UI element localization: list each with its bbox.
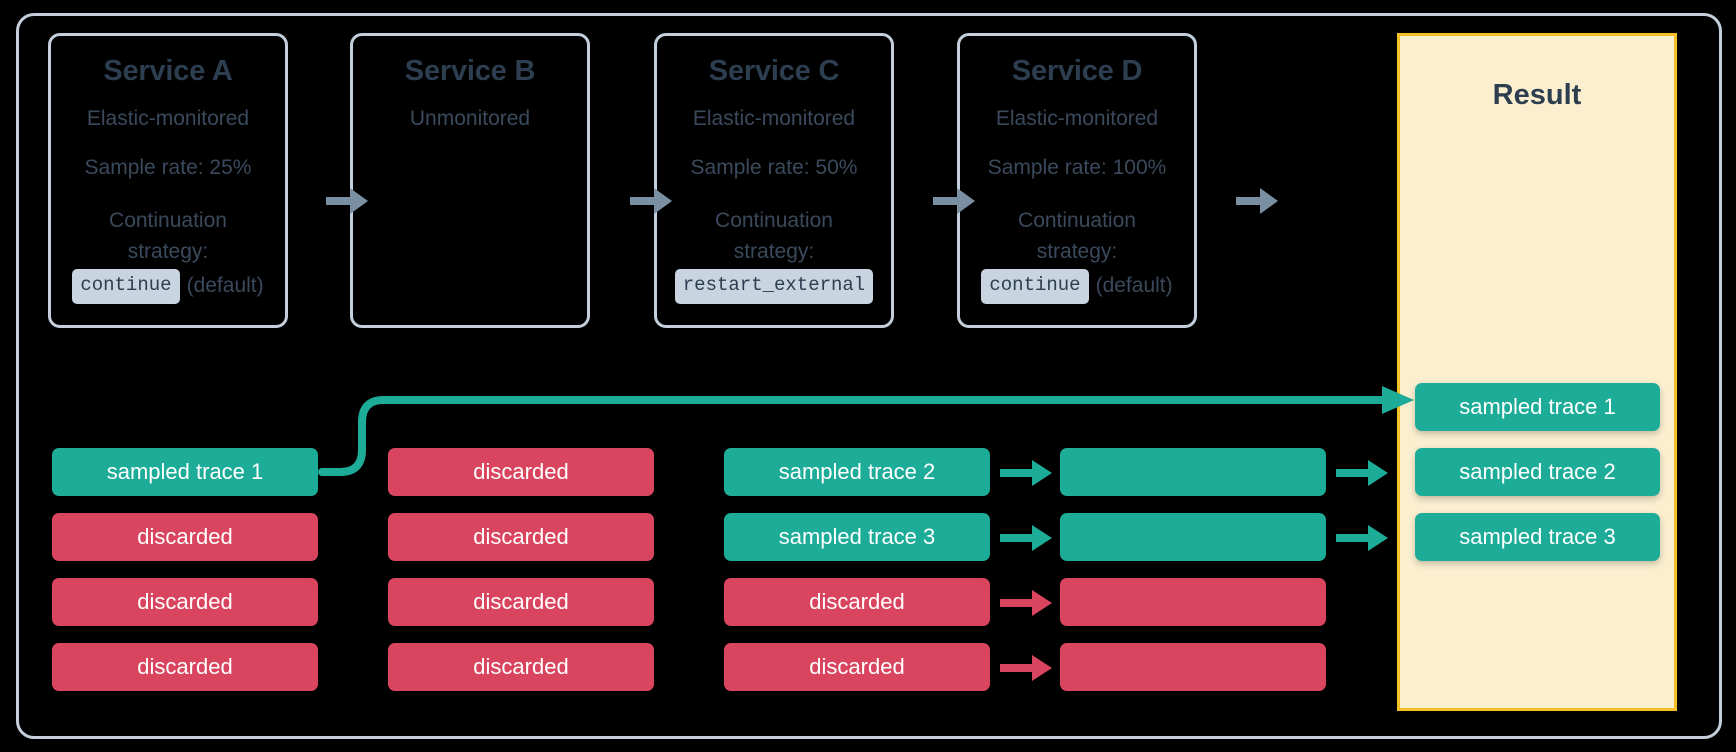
service-card-c: Service C Elastic-monitored Sample rate:…	[654, 33, 894, 328]
service-monitoring-status: Unmonitored	[409, 106, 531, 130]
strategy-default-note: (default)	[1095, 274, 1173, 298]
result-panel: Result	[1397, 33, 1677, 711]
service-continuation-strategy: Continuation strategy: continue (default…	[72, 206, 264, 304]
service-title: Service C	[708, 55, 840, 87]
strategy-label-line1: Continuation	[715, 209, 833, 233]
trace-pill: discarded	[388, 448, 654, 496]
strategy-value-chip: continue	[72, 269, 180, 304]
result-title: Result	[1492, 79, 1582, 111]
service-title: Service A	[103, 55, 233, 87]
trace-arrow-c-d-row2	[1000, 525, 1052, 551]
service-monitoring-status: Elastic-monitored	[692, 106, 856, 130]
result-trace-pill: sampled trace 1	[1415, 383, 1660, 431]
trace-arrow-d-result-row2	[1336, 460, 1388, 486]
service-monitoring-status: Elastic-monitored	[995, 106, 1159, 130]
service-title: Service D	[1011, 55, 1143, 87]
trace-pill: discarded	[52, 578, 318, 626]
trace-arrow-c-d-row3	[1000, 590, 1052, 616]
service-flow-arrow-a-b	[326, 188, 368, 214]
strategy-label-line2: strategy:	[733, 239, 815, 263]
result-trace-pill: sampled trace 2	[1415, 448, 1660, 496]
trace-pill: discarded	[724, 643, 990, 691]
service-flow-arrow-c-d	[933, 188, 975, 214]
service-continuation-strategy: Continuation strategy: restart_external	[674, 206, 874, 304]
trace-pill	[1060, 643, 1326, 691]
service-sample-rate: Sample rate: 100%	[987, 156, 1167, 180]
trace-arrow-c-d-row1	[1000, 460, 1052, 486]
service-title: Service B	[404, 55, 536, 87]
service-flow-arrow-b-c	[630, 188, 672, 214]
trace-pill: discarded	[388, 513, 654, 561]
trace-pill: discarded	[52, 643, 318, 691]
result-trace-pill: sampled trace 3	[1415, 513, 1660, 561]
strategy-label-line2: strategy:	[127, 239, 209, 263]
trace-pill: sampled trace 2	[724, 448, 990, 496]
trace-arrow-c-d-row4	[1000, 655, 1052, 681]
service-card-b: Service B Unmonitored	[350, 33, 590, 328]
strategy-label-line1: Continuation	[109, 209, 227, 233]
sampled-trace-1-bypass-connector	[318, 386, 1428, 482]
strategy-label-line1: Continuation	[1018, 209, 1136, 233]
strategy-label-line2: strategy:	[1036, 239, 1118, 263]
service-card-a: Service A Elastic-monitored Sample rate:…	[48, 33, 288, 328]
trace-pill: discarded	[52, 513, 318, 561]
service-sample-rate: Sample rate: 50%	[690, 156, 858, 180]
trace-pill: sampled trace 3	[724, 513, 990, 561]
trace-pill: discarded	[724, 578, 990, 626]
diagram-outer-frame	[16, 13, 1722, 739]
service-flow-arrow-d-result	[1236, 188, 1278, 214]
strategy-value-chip: restart_external	[674, 269, 874, 304]
trace-pill	[1060, 578, 1326, 626]
strategy-value-chip: continue	[981, 269, 1089, 304]
trace-pill: sampled trace 1	[52, 448, 318, 496]
trace-pill: discarded	[388, 643, 654, 691]
strategy-default-note: (default)	[186, 274, 264, 298]
service-continuation-strategy: Continuation strategy: continue (default…	[981, 206, 1173, 304]
trace-pill: discarded	[388, 578, 654, 626]
trace-arrow-d-result-row3	[1336, 525, 1388, 551]
trace-pill	[1060, 448, 1326, 496]
service-monitoring-status: Elastic-monitored	[86, 106, 250, 130]
service-card-d: Service D Elastic-monitored Sample rate:…	[957, 33, 1197, 328]
service-sample-rate: Sample rate: 25%	[84, 156, 252, 180]
trace-pill	[1060, 513, 1326, 561]
